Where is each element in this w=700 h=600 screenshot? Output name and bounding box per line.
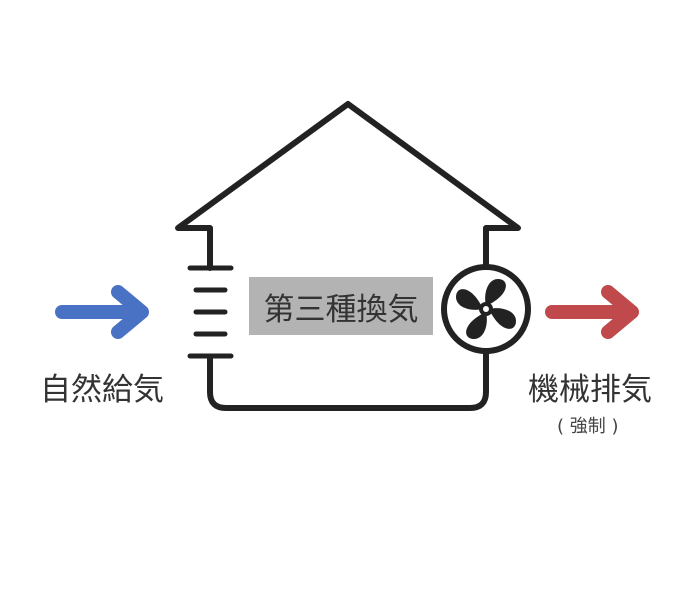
- house-floor: [207, 347, 489, 411]
- house-outline: [175, 101, 521, 271]
- intake-arrow-icon: [55, 285, 149, 339]
- vent-icon: [187, 265, 234, 359]
- ventilation-type-label: 第三種換気: [263, 291, 419, 328]
- exhaust-arrow-icon: [545, 285, 639, 339]
- fan-icon: [441, 264, 531, 354]
- exhaust-note: ( 強制 ): [557, 416, 619, 437]
- intake-label: 自然給気: [40, 372, 164, 408]
- exhaust-label: 機械排気: [528, 372, 652, 408]
- ventilation-type-box: 第三種換気: [249, 277, 433, 335]
